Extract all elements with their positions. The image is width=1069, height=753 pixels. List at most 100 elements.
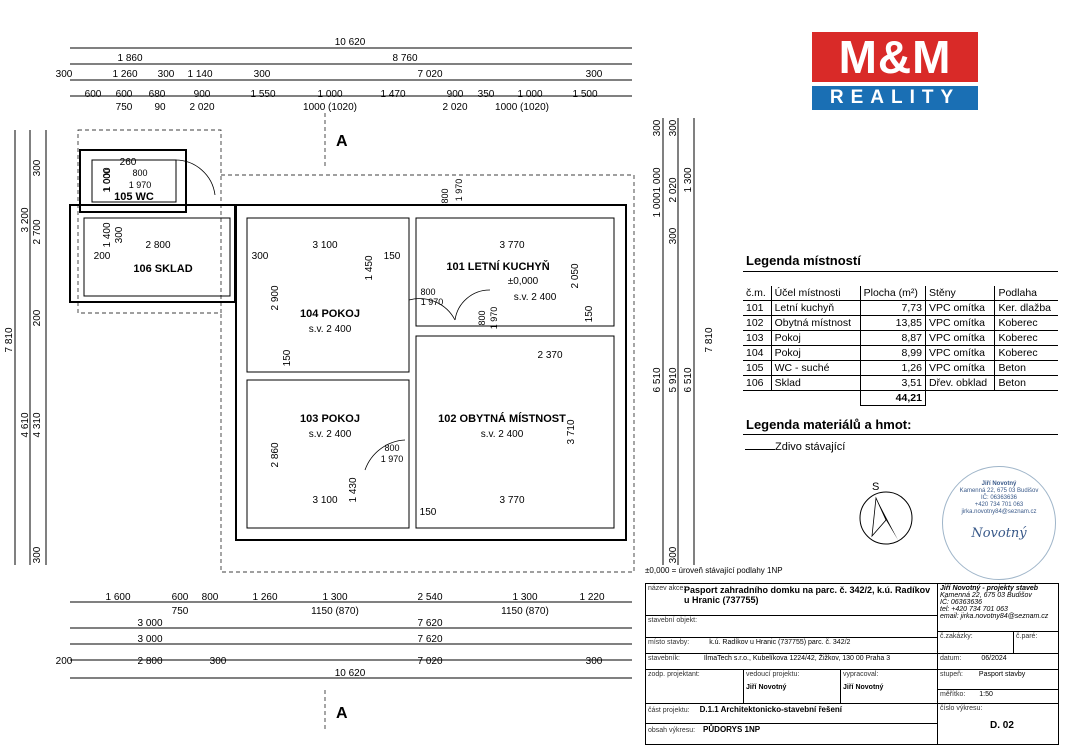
table-cell: Beton: [994, 360, 1058, 376]
table-cell: Koberec: [994, 345, 1058, 361]
room-102-label: 102 OBYTNÁ MÍSTNOST: [438, 412, 566, 425]
room-105-dim: 1 000: [102, 169, 112, 192]
stamp-line: Jiří Novotný: [981, 481, 1017, 487]
label-scale: měřítko:: [940, 691, 966, 698]
designer-stamp: Jiří Novotný Kamenná 22, 675 03 Budišov …: [942, 466, 1056, 580]
total-area: 44,21: [859, 390, 926, 406]
dim-bottom-r1: 1 260: [252, 592, 277, 603]
dim-top-r4: 1 550: [250, 89, 275, 100]
room-101-level: ±0,000: [508, 276, 539, 287]
dim-top-r4: 1 500: [572, 89, 597, 100]
room-105-dim: 1 970: [129, 180, 152, 190]
label-action: název akce:: [648, 585, 686, 592]
table-cell: Koberec: [994, 330, 1058, 346]
room-102-dim: 2 370: [537, 350, 562, 361]
content-cell: obsah výkresu: PŮDORYS 1NP: [646, 724, 938, 744]
dim-bottom-r1: 2 540: [417, 592, 442, 603]
table-cell: Letní kuchyň: [770, 300, 861, 316]
dim-top-r3: 300: [158, 69, 175, 80]
dim-top-r3: 1 140: [187, 69, 212, 80]
section-mark-bottom: A: [336, 705, 348, 722]
room-105-dim: 260: [120, 157, 137, 168]
table-cell: Ker. dlažba: [994, 300, 1058, 316]
dim-bottom-r4: 7 020: [417, 656, 442, 667]
dim-bottom-r4: 200: [56, 656, 73, 667]
date-text: 06/2024: [981, 655, 1007, 662]
room-104-dim: 2 900: [270, 285, 281, 310]
dim-left: 4 610: [20, 412, 31, 437]
table-cell: VPC omítka: [924, 360, 995, 376]
room-104-label: 104 POKOJ: [300, 308, 360, 320]
room-103-dim: 2 860: [270, 442, 281, 467]
dim-bottom-r4: 2 800: [137, 656, 162, 667]
label-part: část projektu:: [648, 707, 690, 714]
dim-top-r4: 900: [447, 89, 464, 100]
room-104-height: s.v. 2 400: [309, 324, 352, 335]
room-101-dim: 3 770: [499, 240, 524, 251]
dim-top-r4b: 750: [116, 102, 133, 113]
stamp-line: +420 734 701 063: [974, 502, 1024, 508]
label-content: obsah výkresu:: [648, 727, 696, 734]
logo-mark: M&M: [812, 32, 978, 82]
room-103-height: s.v. 2 400: [309, 429, 352, 440]
label-place: místo stavby:: [648, 639, 690, 646]
dim-top-r4b: 1000 (1020): [495, 102, 549, 113]
dim-top-r4: 600: [85, 89, 102, 100]
table-cell: VPC omítka: [924, 345, 995, 361]
stage-text: Pasport stavby: [978, 671, 1026, 678]
dim-right: 300: [668, 227, 679, 244]
table-cell: 106: [743, 375, 772, 391]
label-date: datum:: [940, 655, 962, 662]
table-cell: VPC omítka: [924, 300, 995, 316]
table-cell: 1,26: [859, 360, 926, 376]
label-drawing-no: číslo výkresu:: [940, 705, 983, 712]
room-101-dim: 800: [440, 188, 450, 203]
table-header: Plocha (m²): [859, 286, 926, 301]
place-text: k.ú. Radíkov u Hranic (737755) parc. č. …: [709, 639, 851, 646]
dim-top-r4: 1 470: [380, 89, 405, 100]
dim-right: 1 000: [652, 167, 663, 192]
room-106-label: 106 SKLAD: [133, 263, 192, 275]
table-cell: 105: [743, 360, 772, 376]
company-line: tel: +420 734 701 063: [940, 606, 1008, 613]
room-103-dim: 800: [384, 443, 399, 453]
dim-top-r3: 300: [254, 69, 271, 80]
dim-bottom-r1: 1 300: [322, 592, 347, 603]
dim-bottom-r1: 800: [202, 592, 219, 603]
table-cell: Koberec: [994, 315, 1058, 331]
company-line: Kamenná 22, 675 03 Budišov: [940, 592, 1032, 599]
level-footnote: ±0,000 = úroveň stávající podlahy 1NP: [645, 566, 783, 575]
dim-bottom-r1: 600: [172, 592, 189, 603]
dim-bottom-r3: 7 620: [417, 634, 442, 645]
section-mark-top: A: [336, 133, 348, 150]
room-legend: Legenda místností č.m. Účel místnosti Pl…: [743, 250, 1058, 406]
dim-right: 7 810: [704, 327, 715, 352]
dim-bottom-r1b: 750: [172, 606, 189, 617]
room-102-dim: 3 710: [566, 419, 577, 444]
dim-bottom-r1b: 1150 (870): [501, 606, 549, 617]
table-header: č.m.: [743, 286, 772, 301]
label-lead: vedoucí projektu:: [746, 671, 800, 678]
dim-left: 1 400: [102, 222, 113, 247]
dim-right: 1 300: [683, 167, 694, 192]
room-104-dim: 1 450: [364, 255, 375, 280]
table-cell: 102: [743, 315, 772, 331]
materials-item: Zdivo stávající: [775, 441, 846, 453]
dim-bottom-r1: 1 600: [105, 592, 130, 603]
north-arrow-icon: S: [859, 481, 913, 545]
table-cell: 104: [743, 345, 772, 361]
dim-right: 6 510: [652, 367, 663, 392]
dim-top-r4: 900: [194, 89, 211, 100]
dim-right: 6 510: [683, 367, 694, 392]
drawn-cell: vypracoval: Jiří Novotný: [841, 670, 938, 704]
room-legend-title: Legenda místností: [743, 250, 1058, 272]
table-cell: Pokoj: [770, 330, 861, 346]
dim-left: 3 200: [20, 207, 31, 232]
dim-top-r2-a: 1 860: [117, 53, 142, 64]
room-101-dim: 2 050: [570, 263, 581, 288]
room-103-dim: 3 100: [312, 495, 337, 506]
table-cell: Pokoj: [770, 345, 861, 361]
